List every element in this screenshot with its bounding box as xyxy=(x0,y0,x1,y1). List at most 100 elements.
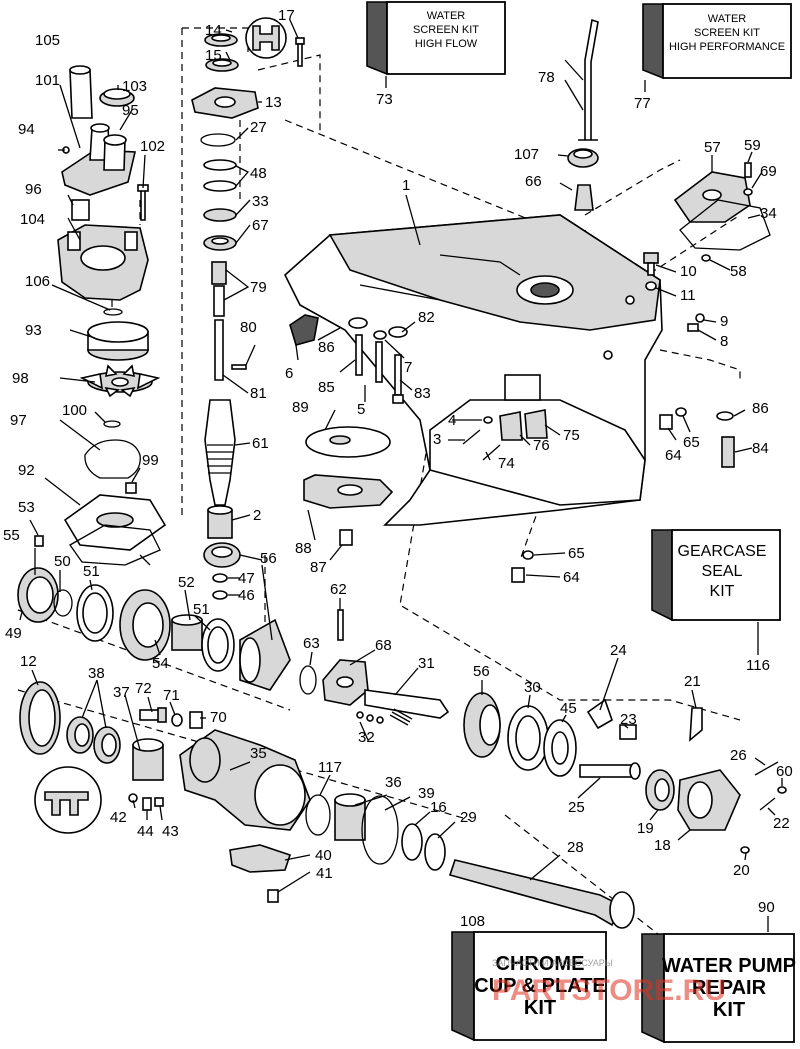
part-number[interactable]: 85 xyxy=(318,379,335,396)
part-number[interactable]: 25 xyxy=(568,799,585,816)
part-number[interactable]: 104 xyxy=(20,211,45,228)
part-number[interactable]: 36 xyxy=(385,774,402,791)
part-number[interactable]: 93 xyxy=(25,322,42,339)
part-number[interactable]: 20 xyxy=(733,862,750,879)
part-number[interactable]: 64 xyxy=(665,447,682,464)
part-number[interactable]: 6 xyxy=(285,365,293,382)
part-number[interactable]: 38 xyxy=(88,665,105,682)
part-number[interactable]: 21 xyxy=(684,673,701,690)
part-number[interactable]: 49 xyxy=(5,625,22,642)
part-number[interactable]: 64 xyxy=(563,569,580,586)
part-number[interactable]: 12 xyxy=(20,653,37,670)
part-number[interactable]: 54 xyxy=(152,655,169,672)
part-number[interactable]: 100 xyxy=(62,402,87,419)
part-number[interactable]: 65 xyxy=(568,545,585,562)
part-number[interactable]: 76 xyxy=(533,437,550,454)
part-number[interactable]: 68 xyxy=(375,637,392,654)
part-number[interactable]: 96 xyxy=(25,181,42,198)
part-number[interactable]: 67 xyxy=(252,217,269,234)
part-number[interactable]: 101 xyxy=(35,72,60,89)
part-number[interactable]: 65 xyxy=(683,434,700,451)
part-number[interactable]: 60 xyxy=(776,763,793,780)
part-number[interactable]: 106 xyxy=(25,273,50,290)
part-number[interactable]: 71 xyxy=(163,687,180,704)
part-number[interactable]: 80 xyxy=(240,319,257,336)
part-number[interactable]: 63 xyxy=(303,635,320,652)
part-number[interactable]: 30 xyxy=(524,679,541,696)
part-number[interactable]: 95 xyxy=(122,102,139,119)
part-number[interactable]: 26 xyxy=(730,747,747,764)
part-number[interactable]: 107 xyxy=(514,146,539,163)
part-number[interactable]: 88 xyxy=(295,540,312,557)
part-number[interactable]: 45 xyxy=(560,700,577,717)
part-number[interactable]: 70 xyxy=(210,709,227,726)
part-number[interactable]: 53 xyxy=(18,499,35,516)
part-number[interactable]: 29 xyxy=(460,809,477,826)
part-number[interactable]: 19 xyxy=(637,820,654,837)
part-number[interactable]: 35 xyxy=(250,745,267,762)
part-number[interactable]: 42 xyxy=(110,809,127,826)
part-number[interactable]: 82 xyxy=(418,309,435,326)
part-number[interactable]: 1 xyxy=(402,177,410,194)
part-number[interactable]: 15 xyxy=(205,47,222,64)
part-number[interactable]: 48 xyxy=(250,165,267,182)
part-number[interactable]: 33 xyxy=(252,193,269,210)
part-number[interactable]: 17 xyxy=(278,7,295,24)
part-number[interactable]: 61 xyxy=(252,435,269,452)
part-number[interactable]: 14 xyxy=(205,22,222,39)
part-number[interactable]: 55 xyxy=(3,527,20,544)
part-number[interactable]: 52 xyxy=(178,574,195,591)
part-number[interactable]: 3 xyxy=(433,431,441,448)
part-number[interactable]: 18 xyxy=(654,837,671,854)
part-number[interactable]: 59 xyxy=(744,137,761,154)
part-number[interactable]: 44 xyxy=(137,823,154,840)
part-number[interactable]: 57 xyxy=(704,139,721,156)
kit-box-water-pump-repair[interactable]: WATER PUMP REPAIR KIT xyxy=(641,933,796,1044)
part-number[interactable]: 86 xyxy=(752,400,769,417)
part-number[interactable]: 46 xyxy=(238,587,255,604)
gearcase-housing[interactable] xyxy=(284,214,663,526)
part-number[interactable]: 7 xyxy=(404,359,412,376)
part-number[interactable]: 87 xyxy=(310,559,327,576)
part-number[interactable]: 28 xyxy=(567,839,584,856)
part-number[interactable]: 102 xyxy=(140,138,165,155)
kit-box-gearcase-seal[interactable]: GEARCASE SEAL KIT xyxy=(651,529,781,622)
part-number[interactable]: 31 xyxy=(418,655,435,672)
part-number[interactable]: 105 xyxy=(35,32,60,49)
part-number[interactable]: 2 xyxy=(253,507,261,524)
part-number[interactable]: 75 xyxy=(563,427,580,444)
part-number[interactable]: 37 xyxy=(113,684,130,701)
part-number[interactable]: 79 xyxy=(250,279,267,296)
kit-box-water-screen-high-flow[interactable]: WATER SCREEN KIT HIGH FLOW xyxy=(366,1,506,76)
part-number[interactable]: 10 xyxy=(680,263,697,280)
part-number[interactable]: 97 xyxy=(10,412,27,429)
part-number[interactable]: 39 xyxy=(418,785,435,802)
part-number[interactable]: 41 xyxy=(316,865,333,882)
kit-box-chrome-cup-plate[interactable]: CHROME CUP & PLATE KIT xyxy=(451,931,607,1042)
part-number[interactable]: 86 xyxy=(318,339,335,356)
kit-box-water-screen-high-performance[interactable]: WATER SCREEN KIT HIGH PERFORMANCE xyxy=(642,3,792,80)
part-number[interactable]: 5 xyxy=(357,401,365,418)
part-number[interactable]: 40 xyxy=(315,847,332,864)
part-number[interactable]: 51 xyxy=(83,563,100,580)
part-number[interactable]: 89 xyxy=(292,399,309,416)
part-number[interactable]: 43 xyxy=(162,823,179,840)
part-number[interactable]: 8 xyxy=(720,333,728,350)
part-number[interactable]: 98 xyxy=(12,370,29,387)
part-number[interactable]: 4 xyxy=(448,412,456,429)
part-number[interactable]: 16 xyxy=(430,799,447,816)
part-number[interactable]: 22 xyxy=(773,815,790,832)
part-number[interactable]: 51 xyxy=(193,601,210,618)
part-number[interactable]: 99 xyxy=(142,452,159,469)
part-number[interactable]: 32 xyxy=(358,729,375,746)
part-number[interactable]: 94 xyxy=(18,121,35,138)
part-number[interactable]: 56 xyxy=(473,663,490,680)
part-number[interactable]: 84 xyxy=(752,440,769,457)
part-number[interactable]: 78 xyxy=(538,69,555,86)
part-number[interactable]: 117 xyxy=(318,759,342,776)
part-number[interactable]: 66 xyxy=(525,173,542,190)
part-number[interactable]: 81 xyxy=(250,385,267,402)
part-number[interactable]: 103 xyxy=(122,78,147,95)
part-number[interactable]: 47 xyxy=(238,570,255,587)
part-number[interactable]: 13 xyxy=(265,94,282,111)
